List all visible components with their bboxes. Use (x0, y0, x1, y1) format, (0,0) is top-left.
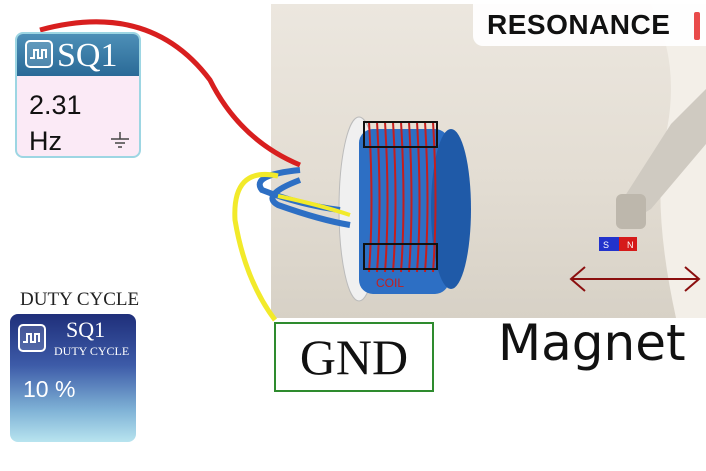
gnd-label-box: GND (274, 322, 434, 392)
clamp-arm (623, 89, 706, 224)
coil-bottom-bracket (363, 243, 438, 270)
coil-windings (368, 121, 437, 273)
magnet-label: Magnet (498, 314, 686, 372)
square-wave-icon (25, 40, 53, 68)
ground-icon (111, 132, 129, 148)
clamp-tip (616, 194, 646, 229)
signal-wire (39, 19, 301, 168)
resonance-title: RESONANCE (487, 9, 671, 40)
square-wave-icon (18, 324, 46, 352)
magnet-south (599, 237, 619, 251)
banner-accent (694, 12, 700, 40)
gnd-label: GND (299, 329, 409, 385)
apparatus-illustration: COIL S N (338, 4, 706, 318)
resonance-banner: RESONANCE (473, 4, 706, 46)
frequency-value: 2.31 (29, 90, 82, 120)
magnet-s-label: S (603, 240, 609, 250)
apparatus-photo: COIL S N (271, 4, 706, 318)
motion-arrow-icon (569, 266, 701, 292)
magnet-n-label: N (627, 240, 634, 250)
widget-header: SQ1 (17, 34, 139, 76)
duty-cycle-value: 10 % (23, 376, 76, 402)
coil-top-bracket (363, 121, 438, 148)
coil-label: COIL (376, 276, 404, 290)
blue-wire-2 (269, 177, 351, 228)
ground-wire (232, 172, 279, 322)
widget-title: SQ1 (57, 37, 118, 74)
widget-subtitle: DUTY CYCLE (54, 344, 130, 358)
duty-cycle-caption: DUTY CYCLE (20, 289, 140, 310)
frequency-unit: Hz (29, 126, 62, 156)
coil-end (431, 129, 471, 289)
widget-title: SQ1 (66, 317, 106, 342)
ground-wire-end (277, 194, 351, 217)
sq1-duty-cycle-widget[interactable]: SQ1 DUTY CYCLE 10 % (10, 314, 136, 442)
sq1-frequency-widget[interactable]: SQ1 2.31 Hz (15, 32, 141, 158)
